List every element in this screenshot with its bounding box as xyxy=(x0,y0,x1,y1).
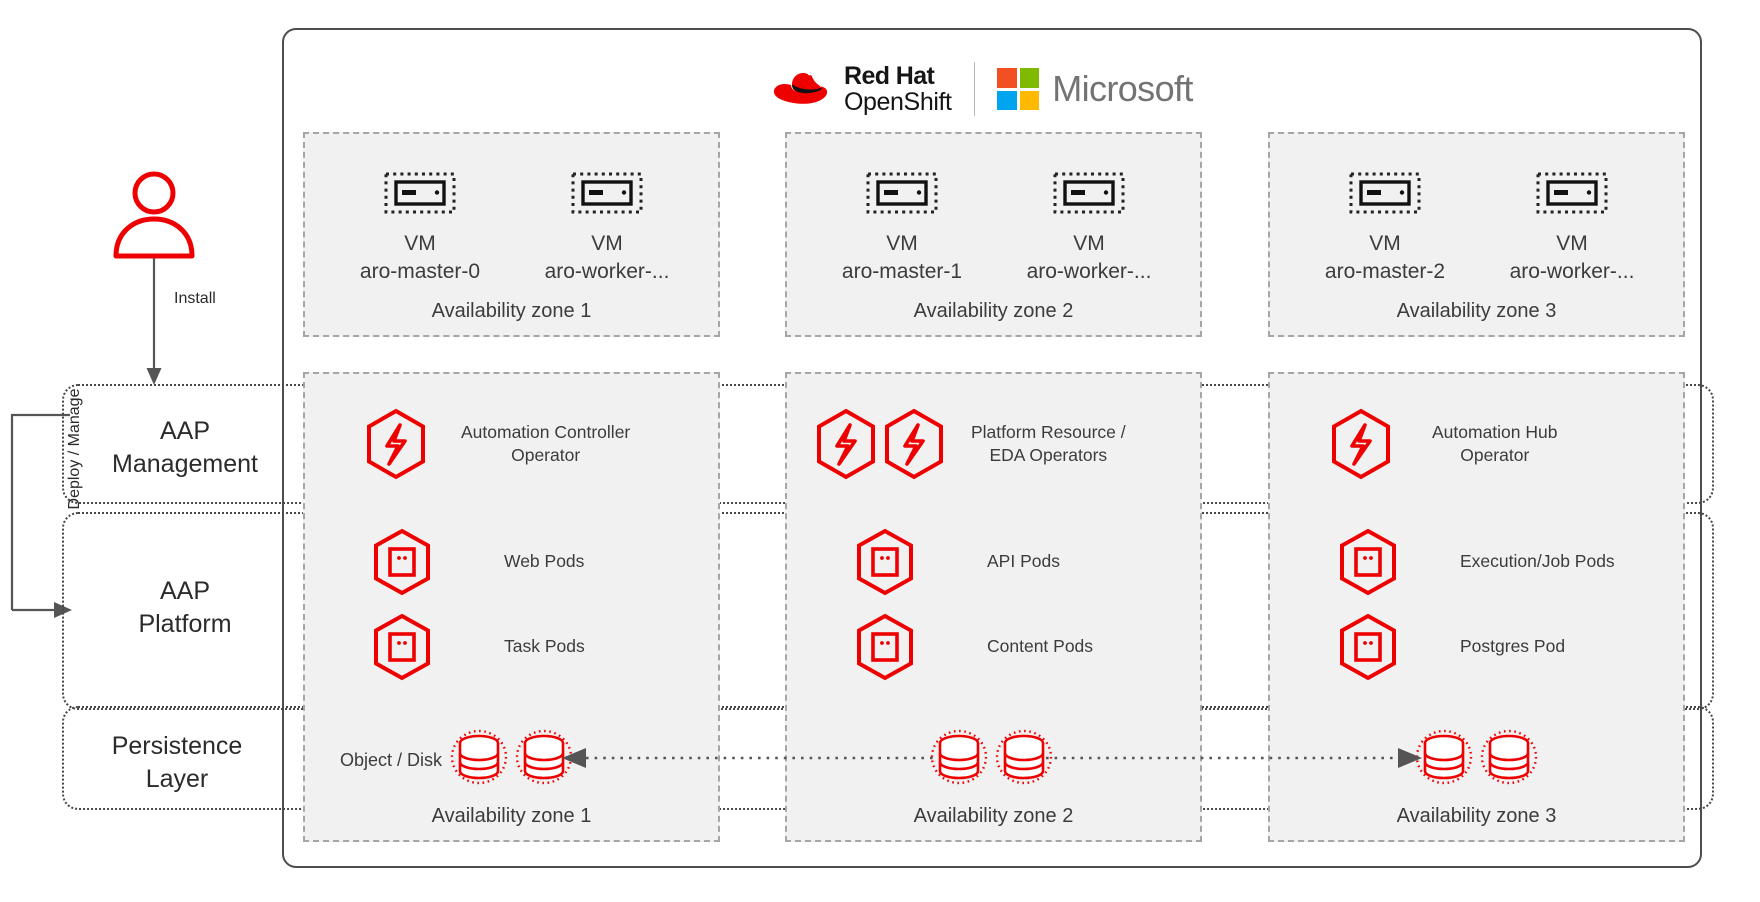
workload-zone-label: Availability zone 3 xyxy=(1396,805,1557,827)
pod-label: Postgres Pod xyxy=(1460,636,1566,657)
vm-kind-label: VM xyxy=(404,232,436,255)
vm-name-label: aro-master-1 xyxy=(841,259,963,283)
ansible-operator-icon xyxy=(815,408,877,480)
ms-square-yellow xyxy=(1019,90,1040,110)
vm-kind-label: VM xyxy=(1556,232,1588,255)
storage-disks-zone-1 xyxy=(450,728,573,786)
red-hat-openshift-wordmark: Red Hat OpenShift xyxy=(844,61,952,116)
vm-name-label: aro-worker-... xyxy=(1509,259,1635,283)
workload-zone-1 xyxy=(303,372,720,842)
operator-label: Automation Controller Operator xyxy=(461,421,631,465)
vm-server-icon xyxy=(1349,172,1421,214)
workload-zone-label: Availability zone 2 xyxy=(913,805,1074,827)
install-arrow xyxy=(146,258,162,385)
microsoft-wordmark: Microsoft xyxy=(1052,68,1193,109)
band-label-aap-platform: AAP Platform xyxy=(138,577,232,638)
pod-label: Execution/Job Pods xyxy=(1460,551,1615,572)
vm-tile: VM aro-worker-... xyxy=(1477,172,1667,285)
vm-server-icon xyxy=(1053,172,1125,214)
vm-tile: VM aro-master-1 xyxy=(807,172,997,285)
pod-label: Web Pods xyxy=(504,551,585,572)
vm-tile: VM aro-worker-... xyxy=(994,172,1184,285)
person-icon xyxy=(108,168,200,260)
vm-kind-label: VM xyxy=(591,232,623,255)
storage-disks-zone-3 xyxy=(1415,728,1538,786)
pod-label: Task Pods xyxy=(504,636,585,657)
operator-row: Automation Hub Operator xyxy=(1330,405,1650,483)
pod-icon xyxy=(372,613,432,681)
ms-square-blue xyxy=(997,90,1017,110)
vm-tile: VM aro-master-2 xyxy=(1290,172,1480,285)
pod-row: Content Pods xyxy=(855,613,1175,681)
workload-zone-label: Availability zone 1 xyxy=(431,805,592,827)
ansible-operator-icon xyxy=(883,408,945,480)
ansible-operator-icon xyxy=(365,408,427,480)
pod-row: Postgres Pod xyxy=(1338,613,1668,681)
vm-tile: VM aro-master-0 xyxy=(325,172,515,285)
database-disk-icon xyxy=(995,728,1053,786)
database-disk-icon xyxy=(1480,728,1538,786)
pod-icon xyxy=(855,613,915,681)
replication-arrow-right xyxy=(1046,748,1422,768)
object-disk-label: Object / Disk xyxy=(340,750,443,770)
database-disk-icon xyxy=(450,728,508,786)
vm-server-icon xyxy=(866,172,938,214)
vm-kind-label: VM xyxy=(1369,232,1401,255)
brand-divider xyxy=(973,62,976,116)
ms-square-red xyxy=(997,68,1017,88)
operator-icons xyxy=(1330,408,1392,480)
pod-label: Content Pods xyxy=(987,636,1094,657)
node-zone-label: Availability zone 2 xyxy=(913,300,1074,322)
vm-name-label: aro-master-0 xyxy=(359,259,481,283)
operator-icons xyxy=(815,408,945,480)
vm-server-icon xyxy=(384,172,456,214)
microsoft-logo: Microsoft xyxy=(997,68,1193,110)
vm-kind-label: VM xyxy=(886,232,918,255)
replication-arrow-left xyxy=(562,748,938,768)
branding-header: Red Hat OpenShift Microsoft xyxy=(770,55,1193,123)
vm-kind-label: VM xyxy=(1073,232,1105,255)
operator-row: Platform Resource / EDA Operators xyxy=(815,405,1175,483)
vm-name-label: aro-worker-... xyxy=(1026,259,1152,283)
pod-icon xyxy=(1338,528,1398,596)
operator-row: Automation Controller Operator xyxy=(365,405,685,483)
install-label: Install xyxy=(174,290,216,307)
pod-row: API Pods xyxy=(855,528,1175,596)
vm-name-label: aro-worker-... xyxy=(544,259,670,283)
node-zone-label: Availability zone 1 xyxy=(431,300,592,322)
pod-row: Web Pods xyxy=(372,528,692,596)
ms-square-green xyxy=(1019,68,1040,88)
node-zone-2 xyxy=(785,132,1202,337)
workload-zone-3 xyxy=(1268,372,1685,842)
pod-row: Execution/Job Pods xyxy=(1338,528,1668,596)
workload-zone-2 xyxy=(785,372,1202,842)
pod-row: Task Pods xyxy=(372,613,692,681)
vm-server-icon xyxy=(571,172,643,214)
node-zone-1 xyxy=(303,132,720,337)
database-disk-icon xyxy=(1415,728,1473,786)
node-zone-label: Availability zone 3 xyxy=(1396,300,1557,322)
ansible-operator-icon xyxy=(1330,408,1392,480)
brand-redhat-line1: Red Hat xyxy=(844,61,935,90)
band-label-persistence: Persistence Layer xyxy=(111,732,243,793)
vm-tile: VM aro-worker-... xyxy=(512,172,702,285)
band-label-aap-management: AAP Management xyxy=(112,417,258,478)
brand-redhat-line2: OpenShift xyxy=(844,87,952,116)
pod-icon xyxy=(855,528,915,596)
pod-icon xyxy=(372,528,432,596)
microsoft-squares-icon xyxy=(997,68,1040,110)
operator-icons xyxy=(365,408,427,480)
node-zone-3 xyxy=(1268,132,1685,337)
vm-server-icon xyxy=(1536,172,1608,214)
pod-label: API Pods xyxy=(987,551,1060,572)
storage-disks-zone-2 xyxy=(930,728,1053,786)
red-hat-fedora-icon xyxy=(770,67,832,111)
vm-name-label: aro-master-2 xyxy=(1324,259,1446,283)
database-disk-icon xyxy=(930,728,988,786)
operator-label: Platform Resource / EDA Operators xyxy=(971,421,1126,465)
red-hat-openshift-logo: Red Hat OpenShift xyxy=(770,61,952,116)
operator-label: Automation Hub Operator xyxy=(1432,421,1558,465)
pod-icon xyxy=(1338,613,1398,681)
